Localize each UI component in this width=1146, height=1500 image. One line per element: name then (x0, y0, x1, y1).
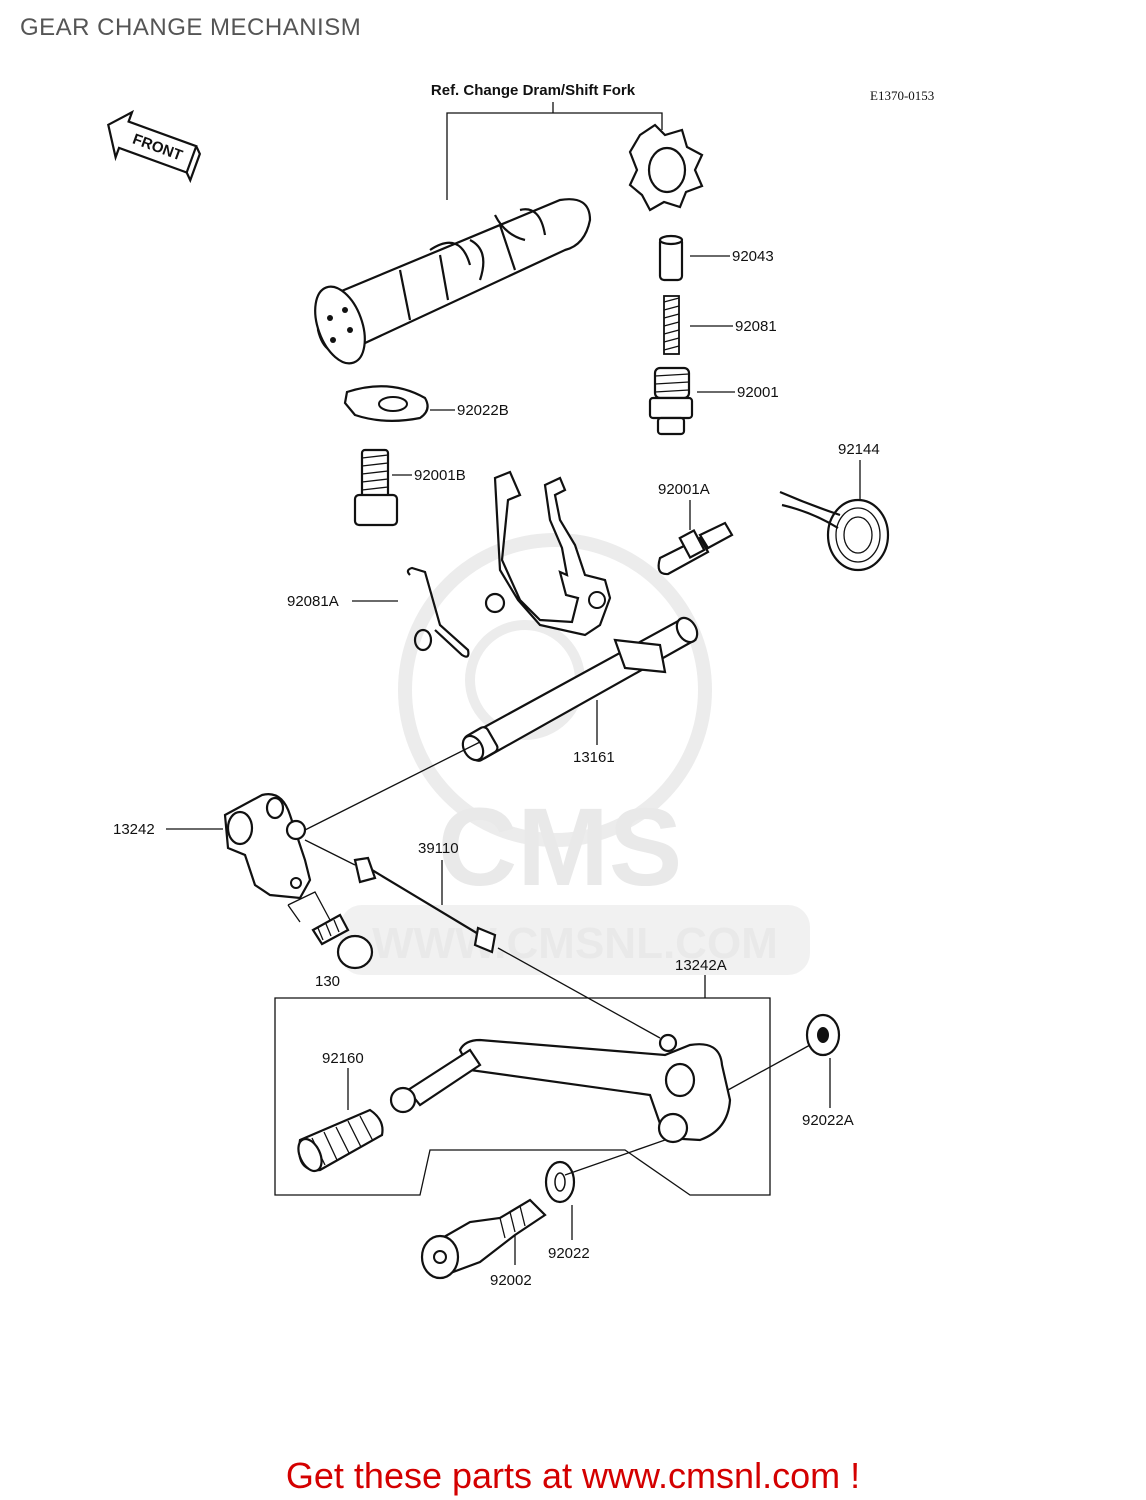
ref-bracket: Ref. Change Dram/Shift Fork (431, 82, 663, 200)
part-13242: 13242 (113, 741, 481, 900)
callout-92043: 92043 (732, 248, 774, 265)
callout-92022: 92022 (548, 1245, 590, 1262)
part-13161: 13161 (461, 616, 699, 766)
part-92001: 92001 (648, 366, 779, 436)
ref-code: E1370-0153 (870, 88, 934, 103)
watermark: CMS WWW.CMSNL.COM (340, 533, 810, 975)
callout-13242: 13242 (113, 821, 155, 838)
callout-92022B: 92022B (457, 402, 509, 419)
part-92002: 92002 (420, 1198, 547, 1289)
page-title: GEAR CHANGE MECHANISM (20, 14, 362, 41)
callout-39110: 39110 (418, 840, 459, 857)
callout-92144: 92144 (838, 441, 880, 458)
part-92001A: 92001A (657, 481, 734, 576)
callout-92022A: 92022A (802, 1112, 854, 1129)
part-92001B: 92001B (353, 448, 466, 527)
part-13242A: 13242A (274, 957, 811, 1196)
footer-cta-link[interactable]: Get these parts at www.cmsnl.com ! (285, 1455, 861, 1496)
callout-92081: 92081 (735, 318, 777, 335)
callout-92001: 92001 (737, 384, 779, 401)
part-92081: 92081 (663, 295, 777, 355)
callout-92001A: 92001A (658, 481, 710, 498)
part-92081A: 92081A (287, 566, 470, 658)
part-92022B: 92022B (343, 385, 509, 422)
star-cam (628, 123, 704, 212)
part-92043: 92043 (658, 234, 774, 282)
front-arrow-icon: FRONT (107, 109, 202, 184)
part-130: 130 (287, 891, 374, 990)
part-92022A: 92022A (802, 1013, 854, 1129)
callout-13242A: 13242A (675, 957, 727, 974)
parts-diagram: CMS WWW.CMSNL.COM E1370-0153 FRONT Ref. … (107, 82, 934, 1289)
callout-92002: 92002 (490, 1272, 532, 1289)
part-92144: 92144 (779, 441, 890, 572)
part-39110: 39110 (304, 839, 661, 1039)
callout-92001B: 92001B (414, 467, 466, 484)
callout-130: 130 (315, 973, 340, 990)
ref-label: Ref. Change Dram/Shift Fork (431, 82, 636, 99)
shift-mechanism-arm (484, 470, 612, 637)
callout-13161: 13161 (573, 749, 615, 766)
watermark-url: WWW.CMSNL.COM (372, 919, 778, 968)
front-label: FRONT (130, 131, 184, 165)
part-92022: 92022 (544, 1139, 666, 1262)
change-drum (314, 198, 592, 365)
watermark-brand: CMS (438, 786, 682, 909)
callout-92160: 92160 (322, 1050, 364, 1067)
callout-92081A: 92081A (287, 593, 339, 610)
part-92160: 92160 (297, 1050, 384, 1173)
